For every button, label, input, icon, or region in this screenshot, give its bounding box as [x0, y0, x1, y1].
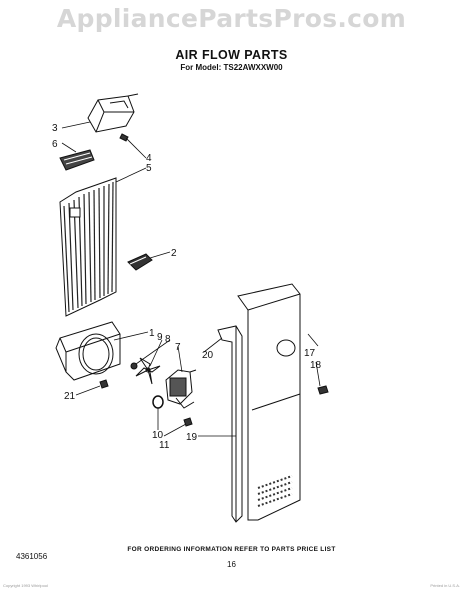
callout-21: 21 [64, 391, 76, 402]
part-grommet [152, 395, 164, 409]
callout-18: 18 [310, 360, 322, 371]
callout-8: 8 [165, 334, 171, 345]
callout-10: 10 [152, 430, 164, 441]
part-grille [59, 149, 95, 171]
page-number: 16 [227, 560, 236, 569]
part-air-duct [87, 93, 139, 133]
part-fan-motor [165, 369, 197, 409]
part-rear-panel [237, 283, 301, 521]
part-screw-21 [99, 379, 109, 389]
model-subtitle: For Model: TS22AWXXW00 [180, 63, 283, 72]
callout-1: 1 [149, 328, 155, 339]
callout-20: 20 [202, 350, 214, 361]
part-screw-18 [317, 385, 329, 395]
part-air-flow-panel [59, 177, 117, 317]
callout-3: 3 [52, 123, 58, 134]
small-print-left: Copyright 1993 Whirlpool [3, 583, 48, 588]
small-print-right: Printed in U.S.A. [430, 583, 460, 588]
callout-11: 11 [159, 440, 170, 451]
callout-6: 6 [52, 139, 58, 150]
watermark: AppliancePartsPros.com [56, 4, 407, 33]
part-washer [130, 362, 138, 370]
callout-4: 4 [146, 153, 152, 164]
part-fan-shroud [55, 321, 121, 381]
callout-9: 9 [157, 332, 163, 343]
part-clip [127, 253, 153, 271]
part-screw-4 [119, 133, 129, 142]
part-side-channel [217, 325, 243, 523]
part-fan-blade [135, 357, 161, 385]
callout-2: 2 [171, 248, 177, 259]
callout-17: 17 [304, 348, 316, 359]
callout-19: 19 [186, 432, 198, 443]
ordering-note: FOR ORDERING INFORMATION REFER TO PARTS … [127, 546, 336, 553]
document-number: 4361056 [16, 552, 48, 561]
callout-7: 7 [175, 342, 181, 353]
diagram-title: AIR FLOW PARTS [175, 48, 288, 62]
callout-5: 5 [146, 163, 152, 174]
